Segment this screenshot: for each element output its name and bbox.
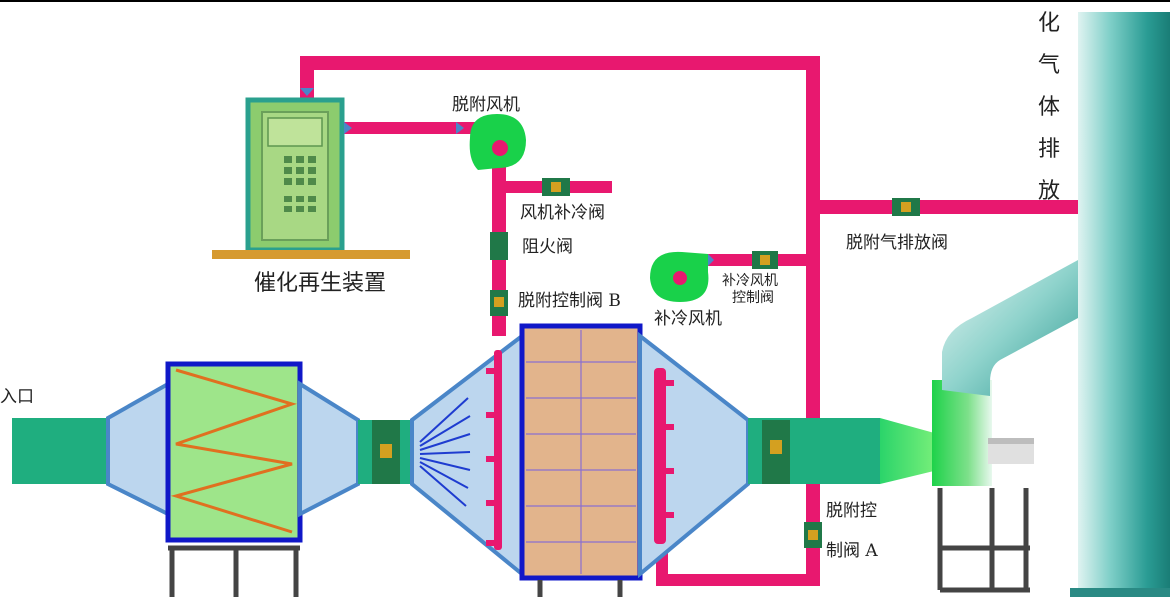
inlet-damper xyxy=(372,420,400,484)
stack-vertical-text: 化 气 体 排 放 xyxy=(1038,11,1060,204)
desorption-valve-a-label-1: 脱附控 xyxy=(826,501,877,521)
support-stands xyxy=(168,488,1030,597)
desorption-control-valve-b xyxy=(490,290,508,316)
stack-text-char: 体 xyxy=(1038,95,1060,120)
fan-cooling-valve-label: 风机补冷阀 xyxy=(520,203,605,223)
desorption-valve-b-label: 脱附控制阀 B xyxy=(518,291,621,311)
cooling-fan xyxy=(650,251,709,302)
desorption-control-valve-a xyxy=(804,522,822,548)
fire-damper-valve xyxy=(490,232,508,260)
main-fan-chamber xyxy=(932,380,992,486)
stack-text-char: 化 xyxy=(1038,11,1060,36)
adsorption-box xyxy=(486,323,750,581)
exhaust-stack xyxy=(1078,12,1170,592)
stack-text-char: 气 xyxy=(1038,53,1060,78)
inlet-label: 入口 xyxy=(0,387,34,407)
fire-damper-label: 阻火阀 xyxy=(522,237,573,257)
device-base xyxy=(212,250,410,259)
cooling-fan-valve-label-1: 补冷风机 xyxy=(722,273,778,289)
desorption-exhaust-valve-label: 脱附气排放阀 xyxy=(846,233,948,253)
flow-markers xyxy=(300,88,714,266)
filter-zigzag xyxy=(170,368,297,534)
main-duct xyxy=(12,331,524,579)
fan-cooling-valve xyxy=(542,178,570,196)
pre-filter xyxy=(165,361,303,543)
stack-elbow xyxy=(942,260,1078,396)
stack-text-char: 排 xyxy=(1038,137,1060,162)
stack-base xyxy=(1070,588,1170,597)
outlet-damper xyxy=(762,420,790,484)
desorption-valve-a-label-2: 制阀 A xyxy=(826,541,878,561)
outlet-duct xyxy=(748,260,1078,486)
stack-text-char: 放 xyxy=(1038,179,1060,204)
top-border xyxy=(0,0,1170,2)
cooling-fan-valve-label-2: 控制阀 xyxy=(732,290,774,306)
desorption-exhaust-valve xyxy=(892,198,920,216)
cooling-fan-label: 补冷风机 xyxy=(654,309,722,329)
cooling-fan-control-valve xyxy=(752,251,778,269)
catalytic-device-label: 催化再生装置 xyxy=(254,271,386,296)
catalytic-regeneration-device xyxy=(212,97,410,259)
desorption-fan xyxy=(469,114,526,170)
desorption-fan-label: 脱附风机 xyxy=(452,95,520,115)
